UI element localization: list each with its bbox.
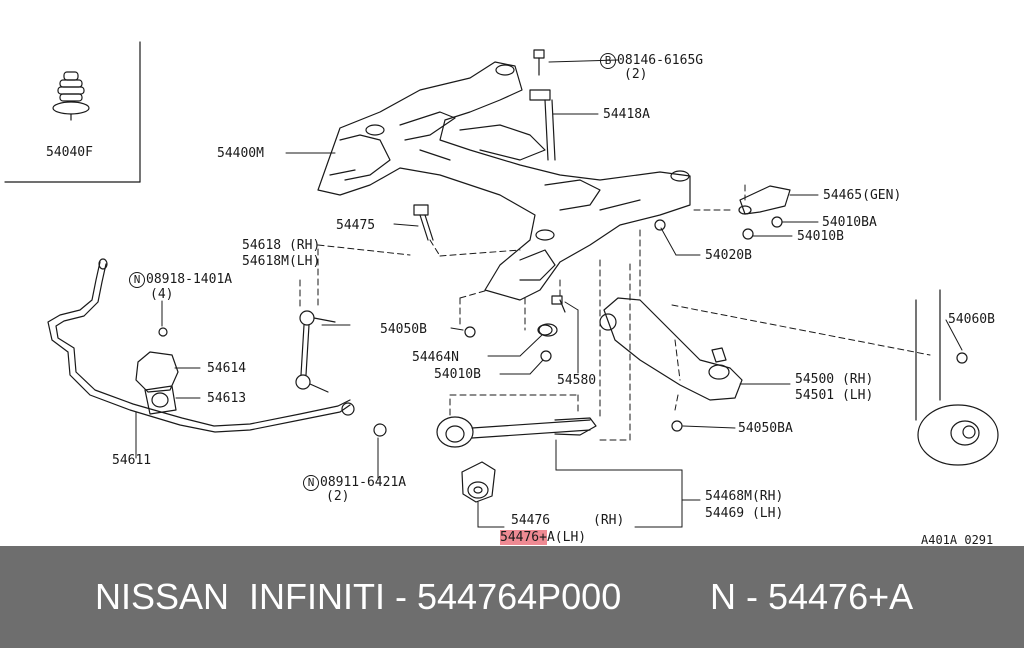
part-label-54400M: 54400M: [217, 146, 264, 161]
diagram-drawing: [4, 41, 999, 528]
rotor-drawing: [915, 289, 999, 466]
transverse-link-drawing: [599, 297, 743, 432]
part-label-54476-rh: 54476: [511, 513, 551, 528]
footer-part-info: NISSAN INFINITI - 544764P000: [95, 576, 622, 617]
part-label-54618-rh: 54618 (RH): [242, 238, 321, 253]
part-label-54614: 54614: [207, 361, 247, 376]
highlighted-part-number: 54476+: [500, 530, 547, 545]
footer-banner: NISSAN INFINITI - 544764P000 N - 54476+A: [0, 546, 1024, 648]
part-label-54618M-lh: 54618M(LH): [242, 254, 321, 269]
part-side-lh: A(LH): [546, 530, 587, 545]
circle-n-marker: N: [129, 272, 145, 288]
part-label-54500-rh: 54500 (RH): [795, 372, 874, 387]
part-label-54501-lh: 54501 (LH): [795, 388, 874, 403]
part-label-54060B: 54060B: [948, 312, 995, 327]
bushing-drawings: [135, 327, 387, 437]
part-label-54476A-lh: 54476+A(LH): [500, 530, 586, 545]
quantity-08918: (4): [150, 287, 174, 302]
part-label-54611: 54611: [112, 453, 152, 468]
part-label-54464N: 54464N: [412, 350, 459, 365]
part-label-54465: 54465(GEN): [823, 188, 902, 203]
dashed-reference-lines: [299, 184, 931, 441]
part-label-54020B: 54020B: [705, 248, 752, 263]
crossmember-drawing: [317, 61, 691, 338]
footer-ref-number: N - 54476+A: [710, 576, 914, 617]
part-label-54475: 54475: [336, 218, 376, 233]
part-label-54476-rh-side: (RH): [593, 513, 625, 528]
part-label-54040F: 54040F: [46, 145, 93, 160]
bolt-54475-drawing: [413, 204, 434, 241]
circle-n-marker: N: [303, 475, 319, 491]
part-label-54469-lh: 54469 (LH): [705, 506, 784, 521]
stabilizer-link-drawing: [295, 310, 336, 393]
part-label-54050B: 54050B: [380, 322, 427, 337]
part-number-08146: 08146-6165G: [617, 53, 704, 68]
mounts-drawing: [538, 295, 566, 362]
circle-b-marker: B: [600, 53, 616, 69]
part-label-54613: 54613: [207, 391, 247, 406]
part-number-08918: 08918-1401A: [146, 272, 233, 287]
part-label-54418A: 54418A: [603, 107, 650, 122]
part-label-54468M-rh: 54468M(RH): [705, 489, 784, 504]
bushing-54476-drawing: [461, 461, 496, 503]
diagram-code: A401A 0291: [921, 533, 994, 547]
part-label-54010B-top: 54010B: [797, 229, 844, 244]
part-label-54050BA: 54050BA: [738, 421, 793, 436]
stabilizer-bar-drawing: [47, 258, 355, 433]
part-label-54580: 54580: [557, 373, 597, 388]
part-label-54010B-mid: 54010B: [434, 367, 481, 382]
bolt-08146-drawing: [529, 49, 556, 161]
lower-link-drawing: [436, 416, 597, 448]
inset-frame: [4, 41, 141, 183]
leader-lines: [135, 59, 963, 528]
part-number-08911: 08911-6421A: [320, 475, 407, 490]
clip-54040F-drawing: [52, 71, 90, 121]
bracket-54465-drawing: [654, 185, 791, 240]
quantity-08911: (2): [326, 489, 350, 504]
quantity-08146: (2): [624, 67, 648, 82]
part-label-54010BA: 54010BA: [822, 215, 877, 230]
